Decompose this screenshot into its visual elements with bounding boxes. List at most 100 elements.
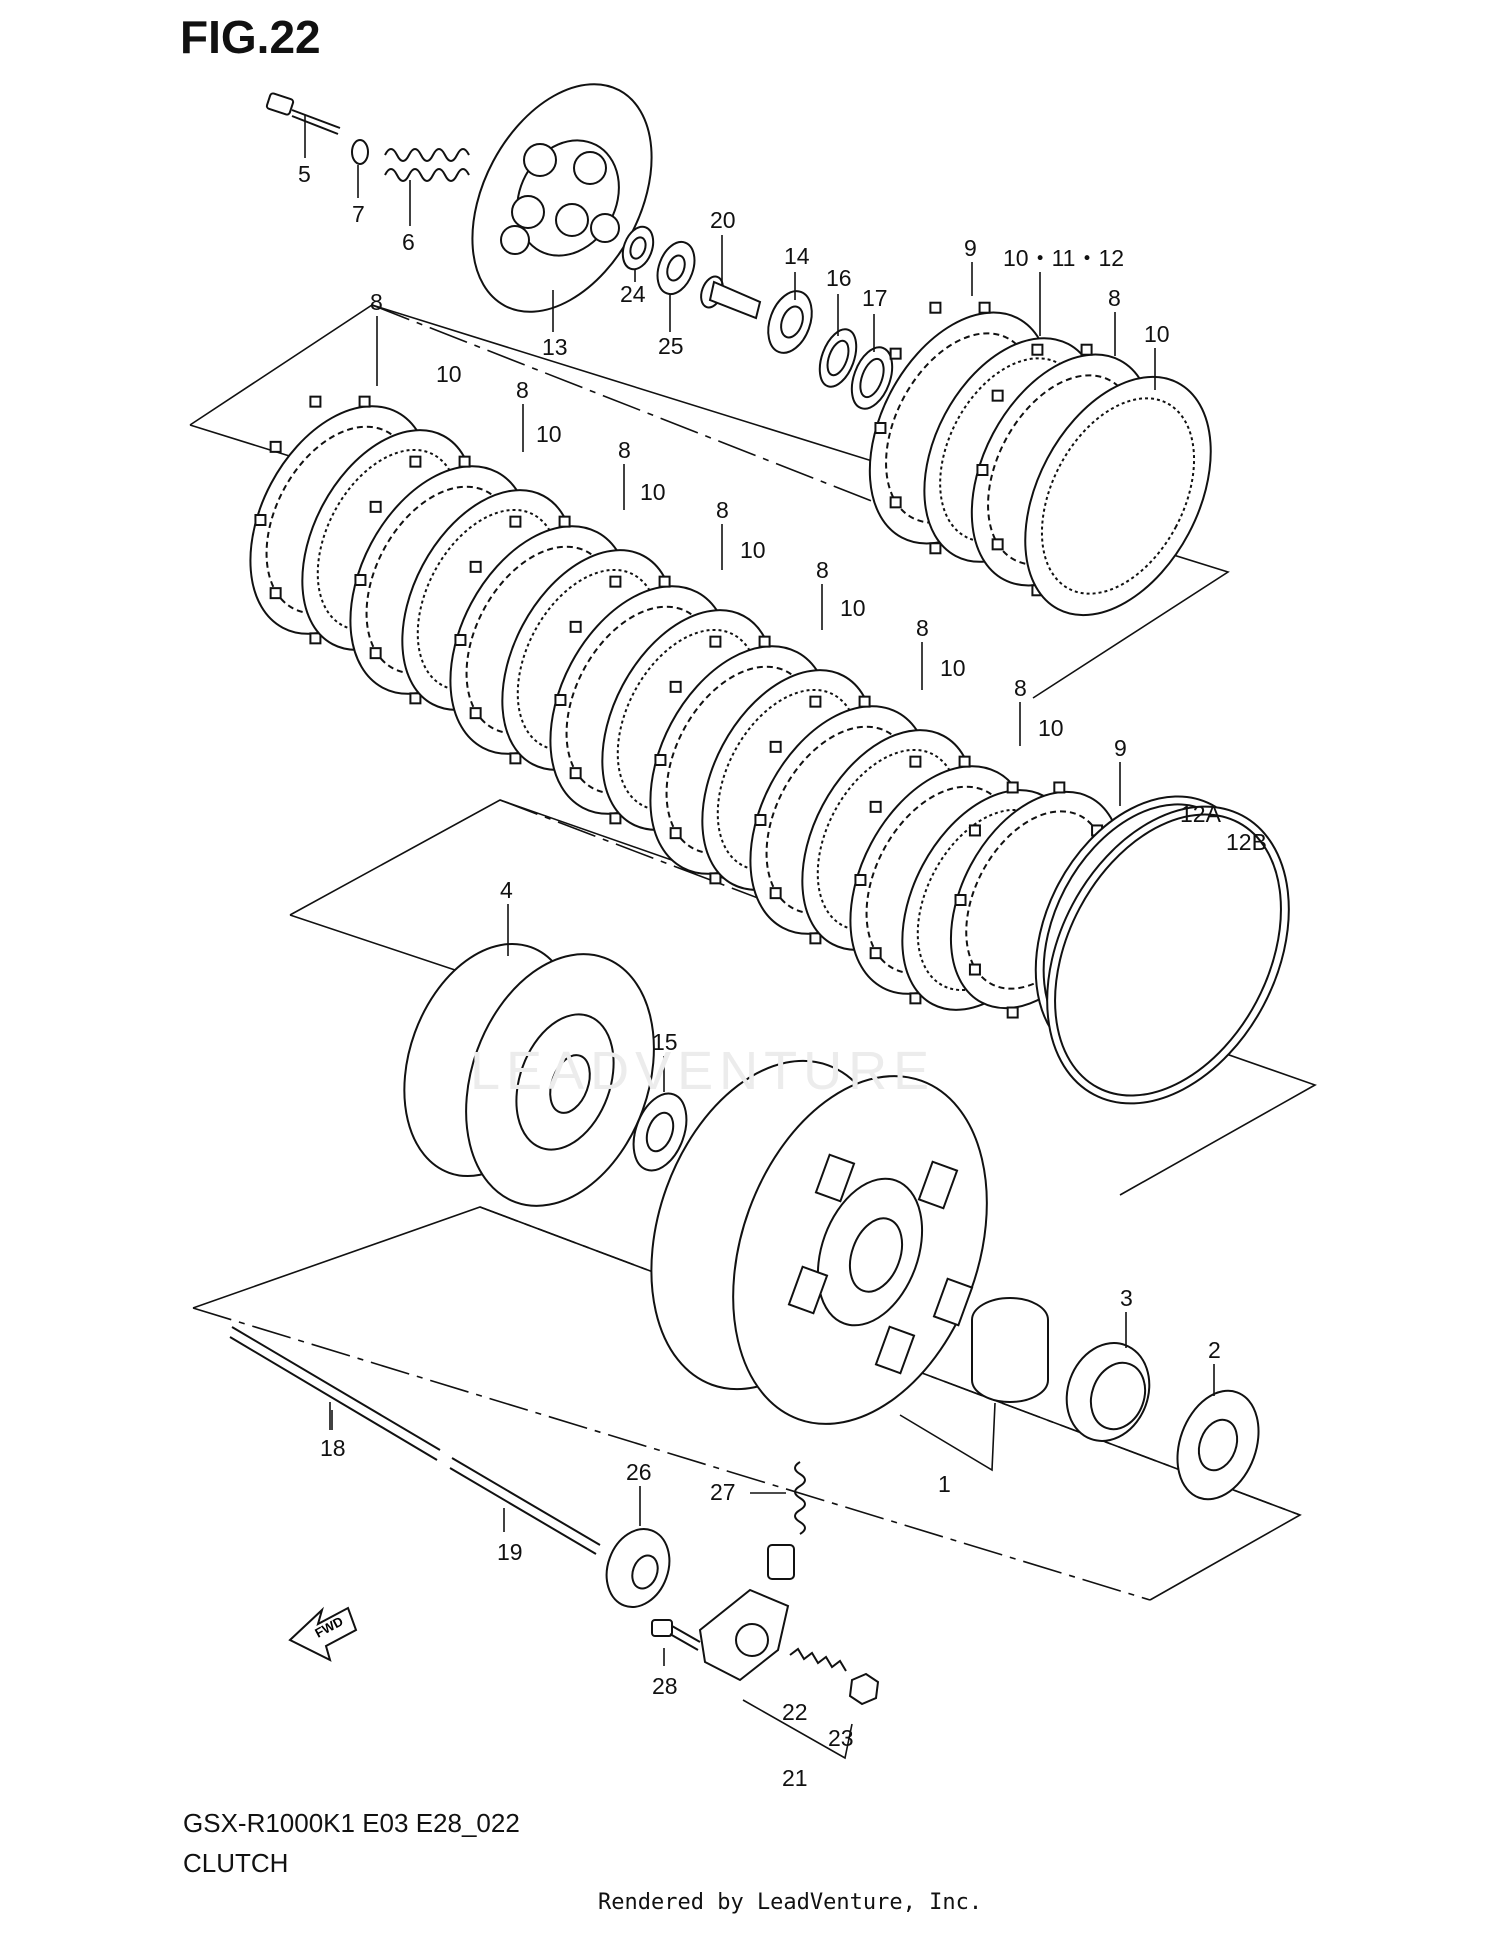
callout-8-f: 8 [916, 615, 929, 641]
plate-tab [1006, 781, 1019, 794]
watermark-text: LEADVENTURE [470, 1041, 936, 1101]
clutch-plates [249, 301, 1212, 1019]
release-bearing [605, 1528, 671, 1608]
plate-tab [1080, 343, 1093, 356]
callout-5: 5 [298, 161, 311, 187]
plate-tab [1006, 1006, 1019, 1019]
plate-tab [554, 694, 567, 706]
callout-8-right: 8 [1108, 285, 1121, 311]
clutch-spring [384, 148, 470, 182]
render-credit: Rendered by LeadVenture, Inc. [598, 1890, 983, 1915]
plate-tab [769, 887, 782, 900]
callout-8-e: 8 [816, 557, 829, 583]
plate-tab [669, 680, 682, 693]
clutch-ring-set [1034, 795, 1290, 1105]
callout-8-g: 8 [1014, 675, 1027, 701]
plate-tab [569, 620, 582, 633]
callout-28: 28 [652, 1673, 678, 1699]
plate-tab [889, 496, 902, 509]
callout-22: 22 [782, 1699, 808, 1725]
callout-12A: 12A [1180, 801, 1222, 827]
plate-tab [409, 455, 422, 468]
callout-19: 19 [497, 1539, 523, 1565]
clutch-sleeve-hub-nut [767, 290, 813, 354]
thrust-washer-2 [1176, 1389, 1260, 1501]
plate-tab [409, 692, 422, 705]
section-name: CLUTCH [183, 1848, 289, 1878]
primary-driven-gear-assembly [650, 1059, 988, 1425]
callout-13: 13 [542, 334, 568, 360]
plate-tab [269, 440, 282, 453]
callout-10-f: 10 [940, 655, 966, 681]
clutch-sleeve-hub [403, 942, 655, 1207]
plate-tab [458, 455, 471, 468]
callout-8-b: 8 [516, 377, 529, 403]
plate-tab [754, 814, 767, 826]
plate-tab [469, 707, 482, 720]
plate-tab [369, 647, 382, 660]
callout-12B: 12B [1226, 829, 1267, 855]
plate-tab [569, 767, 582, 780]
plate-tab [769, 740, 782, 753]
callout-27: 27 [710, 1479, 736, 1505]
callout-labels: 5 7 6 13 20 24 25 14 16 17 9 10・11・12 8 … [298, 161, 1267, 1791]
model-code: GSX-R1000K1 E03 E28_022 [183, 1808, 520, 1838]
plate-tab [976, 464, 989, 476]
callout-3: 3 [1120, 1285, 1133, 1311]
callout-8-d: 8 [716, 497, 729, 523]
plate-tab [954, 894, 967, 906]
plate-tab [1031, 343, 1044, 356]
plate-tab [354, 574, 367, 586]
plate-tab [869, 947, 882, 960]
clutch-spring-bolt [265, 92, 341, 135]
callout-24: 24 [620, 281, 646, 307]
plate-tab [454, 634, 467, 646]
callout-17: 17 [862, 285, 888, 311]
plate-tab [909, 755, 922, 768]
callout-16: 16 [826, 265, 852, 291]
figure-title: FIG.22 [180, 11, 321, 63]
callout-9-bottom: 9 [1114, 735, 1127, 761]
driven-plate-upper [1024, 375, 1212, 617]
plate-tab [854, 874, 867, 886]
plate-tab [858, 695, 871, 708]
plate-tab [309, 395, 322, 408]
plate-tab [991, 389, 1004, 402]
return-spring [794, 1461, 806, 1535]
plate-tab [658, 575, 671, 588]
plate-tab [929, 301, 942, 314]
plate-tab [269, 587, 282, 600]
pressure-plate [471, 83, 653, 313]
bolt-28 [651, 1619, 701, 1651]
plate-tab [968, 963, 981, 976]
callout-9-top: 9 [964, 235, 977, 261]
plate-tab [809, 932, 822, 945]
clutch-push-rod-left [229, 1326, 441, 1461]
callout-10-a: 10 [436, 361, 462, 387]
plate-tab [709, 635, 722, 648]
callout-25: 25 [658, 333, 684, 359]
callout-23: 23 [828, 1725, 854, 1751]
callout-10-right: 10 [1144, 321, 1170, 347]
plate-tab [874, 422, 887, 434]
plate-tab [309, 632, 322, 645]
callout-4: 4 [500, 877, 513, 903]
release-arm [698, 1544, 795, 1682]
callout-7: 7 [352, 201, 365, 227]
plate-tab [809, 695, 822, 708]
plate-tab [254, 514, 267, 526]
callout-10-11-12: 10・11・12 [1003, 245, 1124, 271]
plate-tab [991, 538, 1004, 551]
plate-tab [978, 301, 991, 314]
plate-tab [709, 872, 722, 885]
plate-tab [889, 347, 902, 360]
callout-10-d: 10 [740, 537, 766, 563]
callout-14: 14 [784, 243, 810, 269]
plate-tab [1053, 781, 1066, 794]
plate-tab [909, 992, 922, 1005]
plate-tab [654, 754, 667, 766]
callout-1: 1 [938, 1471, 951, 1497]
clutch-push-piece [700, 275, 762, 320]
callout-8-a: 8 [370, 289, 383, 315]
